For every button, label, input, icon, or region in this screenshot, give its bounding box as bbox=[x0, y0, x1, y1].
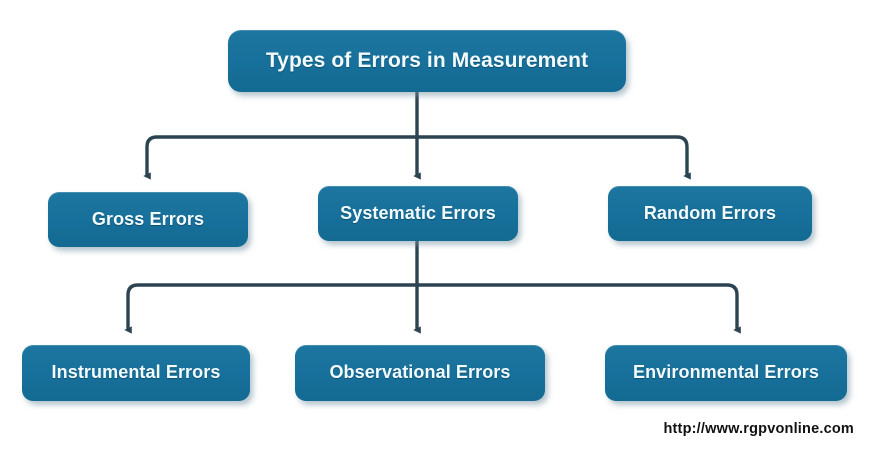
edges-root-to-level2 bbox=[143, 92, 691, 180]
node-label: Random Errors bbox=[643, 202, 777, 223]
edge-systematic-bus-left bbox=[124, 283, 417, 334]
node-environmental-errors[interactable]: Environmental Errors bbox=[605, 345, 847, 401]
node-instrumental-errors[interactable]: Instrumental Errors bbox=[22, 345, 250, 401]
edge-root-bus-left bbox=[143, 135, 417, 180]
node-label: Types of Errors in Measurement bbox=[265, 49, 589, 73]
node-systematic-errors[interactable]: Systematic Errors bbox=[318, 186, 518, 241]
node-observational-errors[interactable]: Observational Errors bbox=[295, 345, 545, 401]
node-label: Systematic Errors bbox=[340, 202, 496, 223]
node-types-of-errors-in-measurement[interactable]: Types of Errors in Measurement bbox=[228, 30, 626, 92]
node-label: Observational Errors bbox=[329, 362, 511, 383]
edges-systematic-to-level3 bbox=[124, 241, 741, 334]
node-label: Gross Errors bbox=[91, 208, 205, 229]
node-label: Environmental Errors bbox=[632, 362, 820, 383]
node-random-errors[interactable]: Random Errors bbox=[608, 186, 812, 241]
watermark-url: http://www.rgpvonline.com bbox=[663, 421, 854, 437]
node-label: Instrumental Errors bbox=[51, 362, 221, 383]
edge-systematic-bus-right bbox=[417, 283, 741, 334]
edge-root-bus-right bbox=[417, 135, 691, 180]
node-gross-errors[interactable]: Gross Errors bbox=[48, 192, 248, 247]
